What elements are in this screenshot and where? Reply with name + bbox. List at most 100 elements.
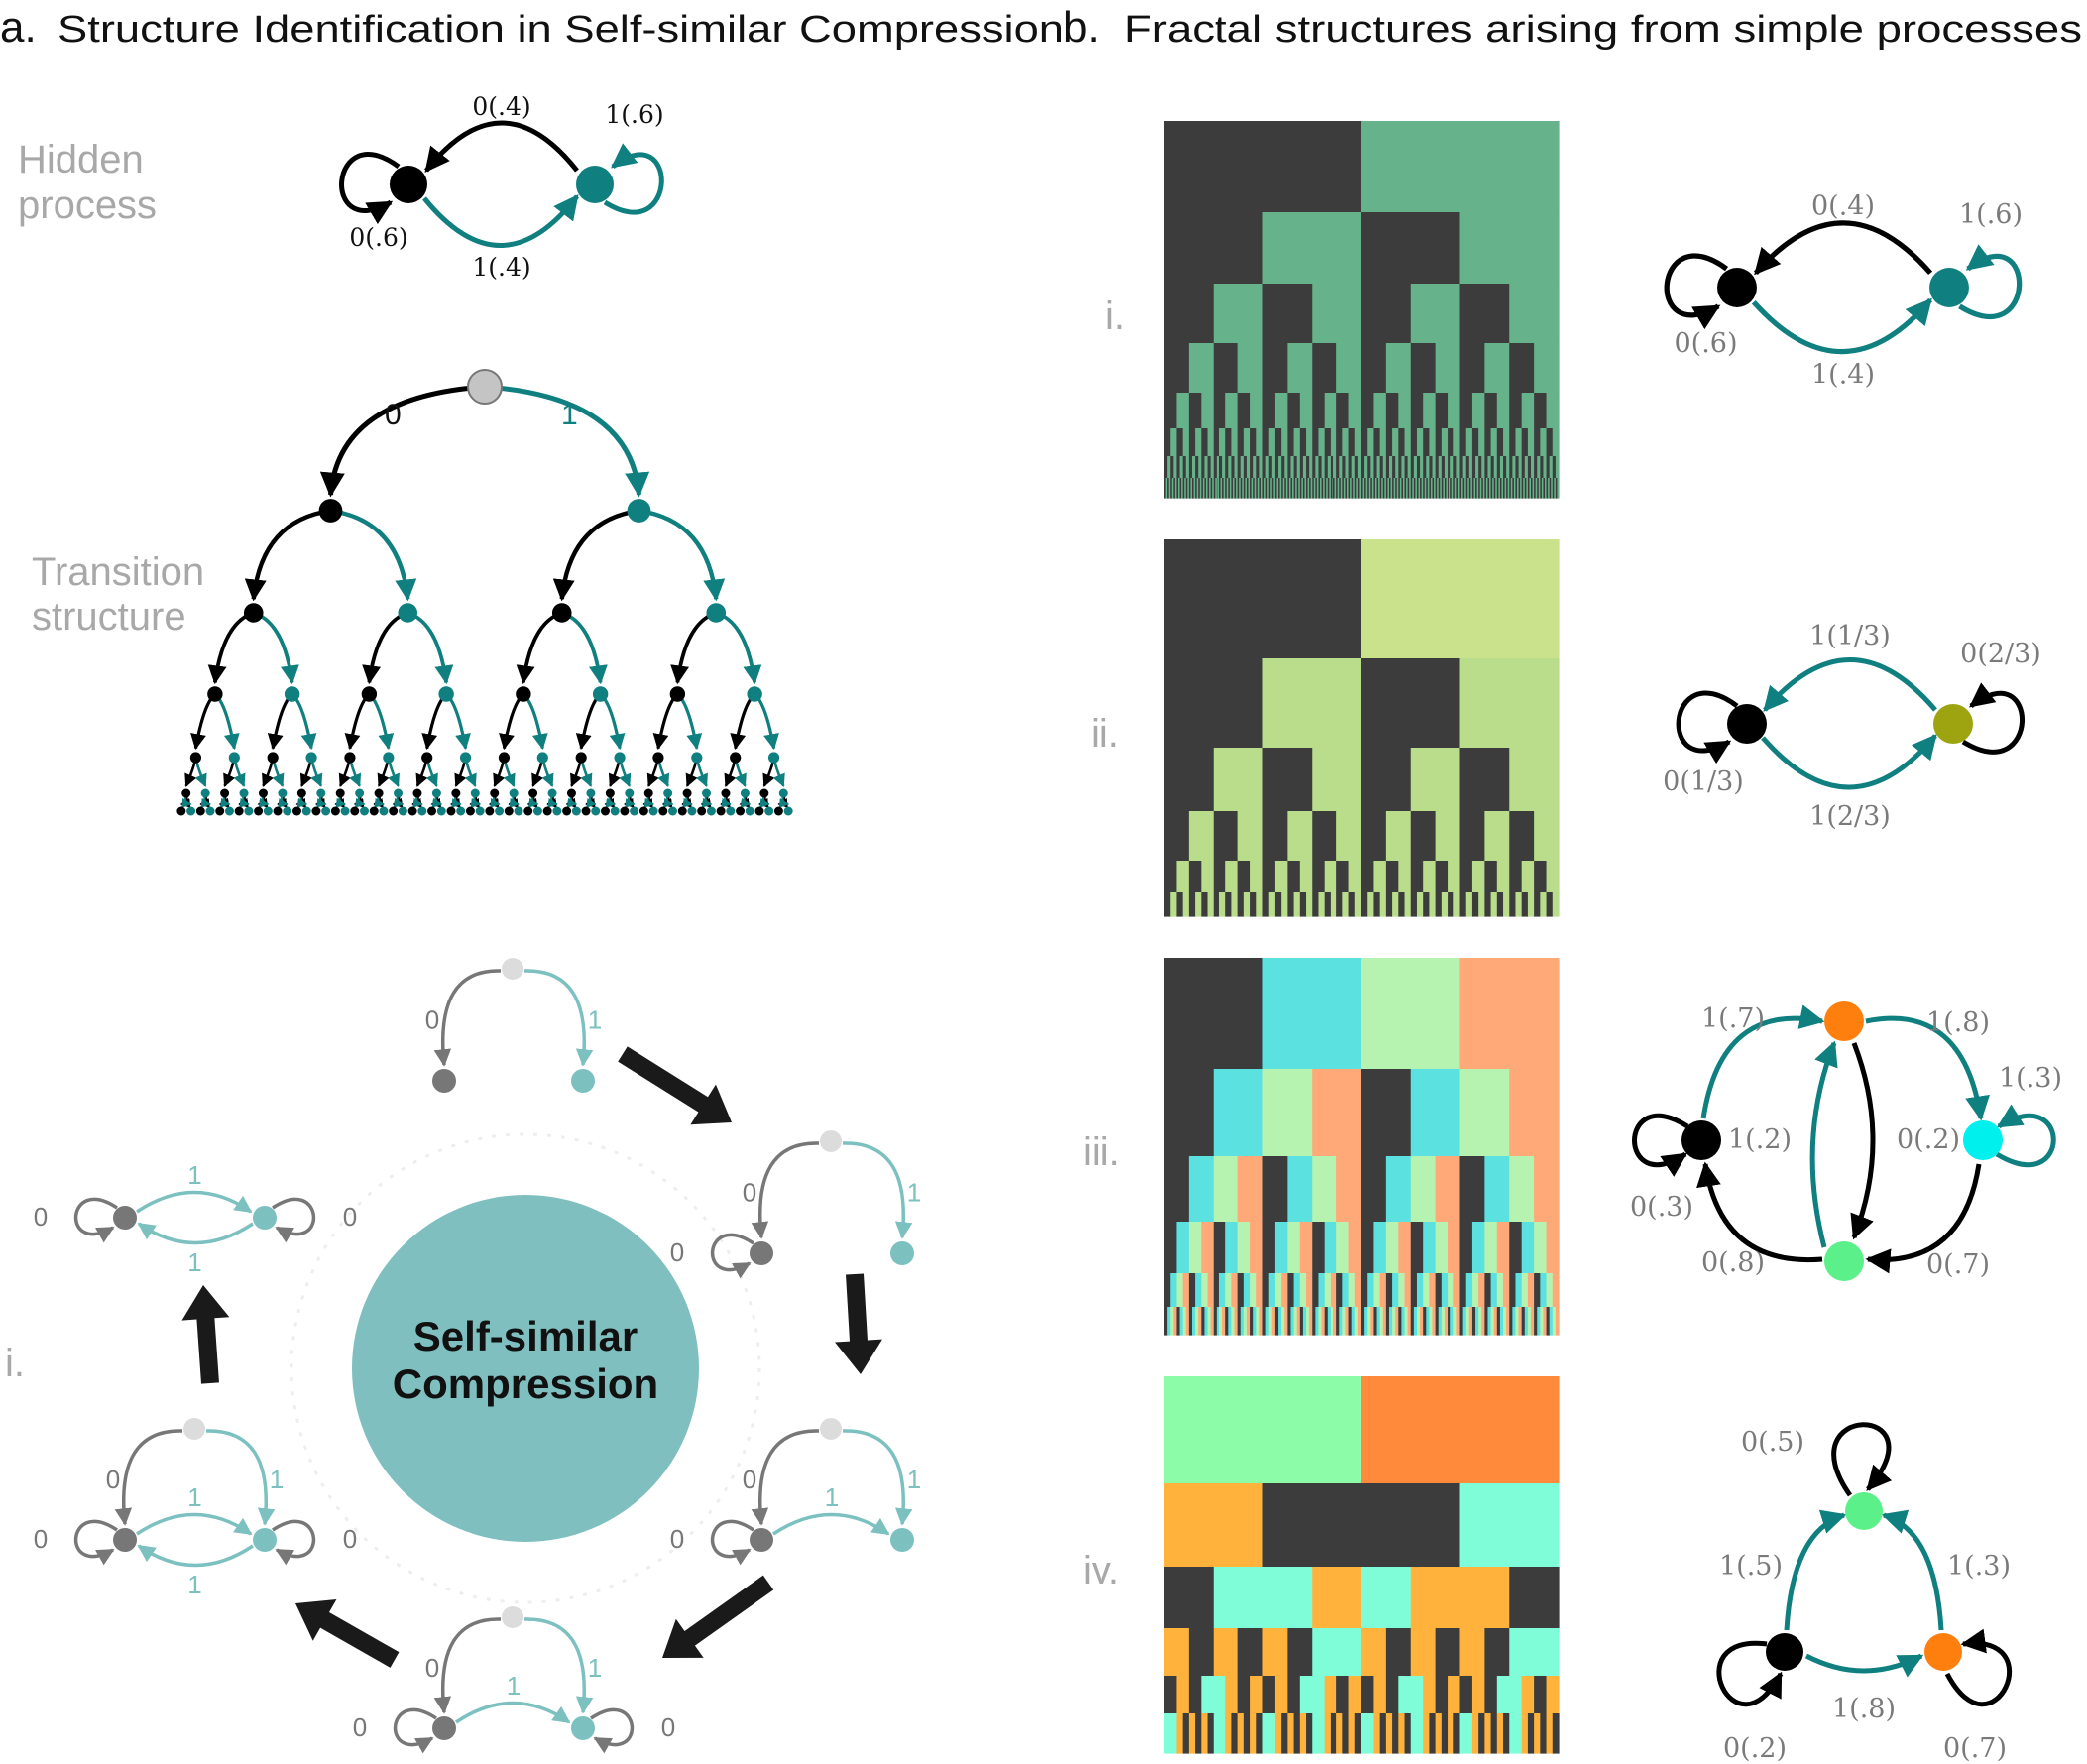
fractal-cell — [1293, 1307, 1298, 1336]
fractal-cell — [1459, 343, 1485, 394]
row-iii-numeral: iii. — [1083, 1130, 1120, 1174]
tree-edge-one — [330, 508, 417, 602]
fractal-cell — [1164, 428, 1171, 457]
fractal-cell — [1448, 1222, 1461, 1274]
fractal-cell — [1312, 343, 1337, 394]
fractal-cell — [1465, 892, 1473, 917]
stage-label-zero: 0 — [425, 1653, 439, 1683]
tree-edge-zero — [516, 611, 563, 685]
flow-arrow-shape — [835, 1273, 882, 1374]
fractal-cell — [1299, 1222, 1313, 1274]
fractal-cell — [1504, 478, 1507, 499]
fractal-cell — [1250, 393, 1264, 429]
fractal-cell — [1324, 428, 1332, 457]
fractal-cell — [1423, 1222, 1437, 1274]
fractal-cell — [1490, 478, 1493, 499]
fractal-cell — [1350, 478, 1353, 499]
stage-self-left — [73, 1197, 118, 1243]
fractal-cell — [1265, 1307, 1270, 1336]
fractal-cell — [1379, 1273, 1387, 1308]
fractal-cell — [1398, 892, 1406, 917]
tree-node — [643, 788, 653, 798]
fractal-cell — [1361, 1483, 1461, 1568]
fractal-cell — [1534, 892, 1541, 917]
fractal-cell — [1446, 478, 1449, 499]
fractal-cell — [1171, 478, 1174, 499]
fractal-cell — [1459, 1483, 1560, 1568]
fractal-cell — [1392, 478, 1395, 499]
fractal-cell — [1336, 861, 1350, 893]
fractal-cell — [1398, 428, 1406, 457]
tree-node — [610, 806, 620, 816]
tree-node — [398, 806, 407, 816]
fractal-cell — [1167, 1307, 1171, 1336]
fractal-cell — [1323, 478, 1326, 499]
fractal-cell — [1223, 478, 1226, 499]
tree-node — [509, 788, 519, 798]
fractal-cell — [1327, 456, 1332, 479]
tree-node — [730, 752, 742, 764]
fractal-cell — [1385, 393, 1399, 429]
fractal-cell — [1164, 343, 1190, 394]
panel-a-letter: a. — [0, 3, 37, 52]
fractal-cell — [1207, 1713, 1215, 1754]
fractal-cell — [1549, 456, 1554, 479]
fractal-cell — [1201, 892, 1209, 917]
fractal-cell — [1312, 1307, 1316, 1336]
fractal-cell — [1521, 1307, 1526, 1336]
fractal-cell — [1330, 478, 1333, 499]
stage-self-left — [710, 1233, 754, 1279]
fractal-cell — [1312, 1222, 1326, 1274]
fractal-cell — [1334, 478, 1337, 499]
stage-edge-zero — [433, 1617, 502, 1714]
fractal-cell — [1231, 478, 1234, 499]
fractal-cell — [1459, 1628, 1485, 1677]
fractal-cell — [1318, 892, 1326, 917]
tree-edge-zero — [362, 611, 408, 685]
fractal-cell — [1441, 1713, 1449, 1754]
fractal-cell — [1164, 1628, 1190, 1677]
fractal-cell — [1484, 428, 1492, 457]
fractal-cell — [1262, 428, 1270, 457]
fractal-cell — [1361, 212, 1461, 285]
fractal-cell — [1546, 1307, 1551, 1336]
tree-node — [625, 788, 635, 798]
fractal-cell — [1170, 1307, 1174, 1336]
fractal-cell — [1218, 1273, 1226, 1308]
fractal-cell — [1534, 1628, 1560, 1677]
fractal-cell — [1333, 456, 1337, 479]
tree-node — [592, 686, 609, 702]
tree-node — [470, 788, 480, 798]
fractal-cell — [1176, 861, 1190, 893]
fractal-cell — [1537, 478, 1540, 499]
tree-node — [394, 788, 404, 798]
fractal-cell — [1506, 1307, 1510, 1336]
stage-edge-cross — [136, 1512, 253, 1536]
fractal-cell — [1467, 478, 1470, 499]
fractal-cell — [1273, 478, 1276, 499]
fractal-cell — [1313, 478, 1316, 499]
fractal-cell — [1336, 1676, 1350, 1714]
fractal-cell — [1348, 1676, 1362, 1714]
fractal-cell — [1309, 456, 1313, 479]
tree-node — [361, 686, 378, 702]
fractal-cell — [1381, 478, 1384, 499]
edge-self-left — [1716, 1640, 1784, 1707]
fractal-cell — [1459, 478, 1462, 499]
fractal-cell — [1181, 478, 1184, 499]
fractal-cell — [1496, 861, 1510, 893]
fractal-cell — [1521, 1713, 1529, 1754]
fractal-cell — [1299, 1273, 1307, 1308]
fractal-cell — [1188, 343, 1215, 394]
fractal-cell — [1262, 1628, 1288, 1677]
fractal-cell — [1410, 892, 1418, 917]
fractal-cell — [1348, 456, 1353, 479]
fractal-cell — [1179, 456, 1184, 479]
fractal-cell — [1213, 748, 1264, 812]
fractal-cell — [1176, 393, 1190, 429]
fractal-cell — [1207, 892, 1215, 917]
fractal-cell — [1484, 456, 1489, 479]
fractal-cell — [1210, 456, 1215, 479]
fractal-cell — [1454, 478, 1457, 499]
fractal-cell — [1164, 1713, 1171, 1754]
